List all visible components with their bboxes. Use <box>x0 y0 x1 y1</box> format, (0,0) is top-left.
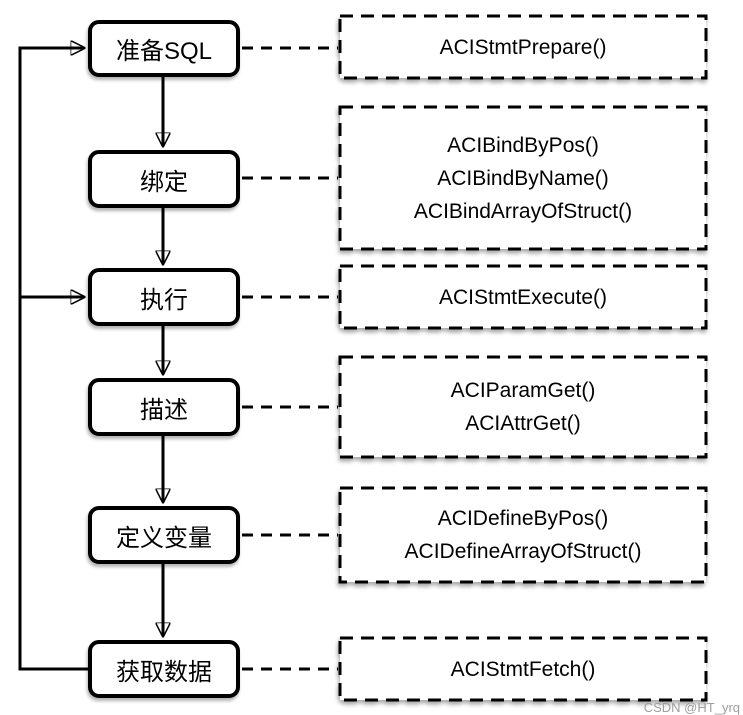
function-list-prepare: ACIStmtPrepare() <box>340 16 706 78</box>
step-label: 准备SQL <box>115 38 213 65</box>
dashed-box-define <box>338 486 708 584</box>
step-box-prepare-sql: 准备SQL <box>88 20 240 77</box>
dashed-box-describe <box>338 355 708 459</box>
step-label: 描述 <box>140 396 188 424</box>
function-list-describe: ACIParamGet() ACIAttrGet() <box>340 357 706 457</box>
function-name: ACIBindByPos() <box>447 133 599 157</box>
step-box-execute: 执行 <box>88 268 240 326</box>
step-box-define-vars: 定义变量 <box>88 506 240 564</box>
dashed-box-fetch <box>338 636 708 702</box>
function-list-define: ACIDefineByPos() ACIDefineArrayOfStruct(… <box>340 488 706 582</box>
function-list-fetch: ACIStmtFetch() <box>340 638 706 700</box>
function-name: ACIDefineArrayOfStruct() <box>404 540 642 563</box>
function-name: ACIStmtPrepare() <box>439 35 607 59</box>
function-name: ACIAttrGet() <box>465 412 581 435</box>
step-label: 获取数据 <box>116 658 212 686</box>
step-label: 定义变量 <box>116 524 212 552</box>
step-box-bind: 绑定 <box>88 150 240 208</box>
watermark: CSDN @HT_yrq <box>643 700 740 715</box>
dashed-box-bind <box>338 105 708 251</box>
dashed-box-prepare <box>338 14 708 80</box>
function-list-execute: ACIStmtExecute() <box>340 266 706 328</box>
loop-fetch-to-prepare <box>18 48 88 671</box>
step-box-describe: 描述 <box>88 378 240 436</box>
dashed-box-execute <box>338 264 708 330</box>
function-list-bind: ACIBindByPos() ACIBindByName() ACIBindAr… <box>340 107 706 249</box>
function-name: ACIDefineByPos() <box>437 507 609 530</box>
function-name: ACIBindArrayOfStruct() <box>413 199 633 223</box>
step-label: 执行 <box>140 286 188 314</box>
function-name: ACIStmtExecute() <box>438 285 608 309</box>
function-name: ACIBindByName() <box>437 166 609 190</box>
function-name: ACIStmtFetch() <box>450 657 596 681</box>
step-box-fetch-data: 获取数据 <box>88 640 240 698</box>
step-label: 绑定 <box>140 168 188 196</box>
function-name: ACIParamGet() <box>450 379 596 402</box>
